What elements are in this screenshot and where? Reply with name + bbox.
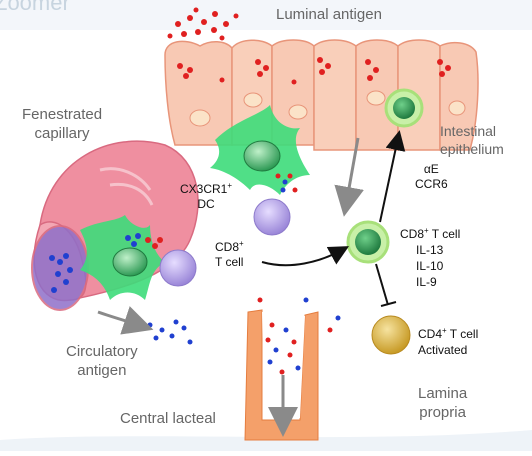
inhibition-bar [380,301,397,307]
cx3cr1-dendritic-cell [80,105,310,300]
cd8-left-label: CD8+ T cell [215,239,244,269]
cd4-t-cell [371,315,411,355]
antigen-uptake-arrow [334,137,364,217]
intestinal-epithelium-label: Intestinal epithelium [440,123,504,157]
lacteal-antigen-dots [257,297,341,375]
lamina-propria-label: Lamina propria [418,385,468,421]
cx3cr1-dc-label: CX3CR1+ DC [180,181,233,211]
luminal-antigen-dots [167,7,451,85]
circulatory-arrow [97,306,154,335]
circulatory-antigen-label: Circulatory antigen [66,343,138,379]
activation-arrow [261,246,350,267]
capillary-blue-antigen [49,253,73,293]
fenestrated-capillary-label: Fenestrated capillary [22,106,103,142]
homing-arrow [379,130,406,223]
top-wash [0,0,532,30]
intestinal-epithelium [164,39,479,151]
luminal-antigen-label: Luminal antigen [276,6,382,23]
dc-antigen-dots [125,173,298,249]
central-lacteal-label: Central lacteal [120,410,216,427]
central-lacteal [244,309,319,441]
purple-cell-dc [253,198,291,236]
cd8-cytokines-label: CD8+ T cell IL-13 IL-10 IL-9 [400,226,461,289]
homing-markers-label: αE CCR6 [415,162,448,191]
cd4-label: CD4+ T cell Activated [418,326,479,357]
circulatory-antigen-dots [147,319,193,345]
purple-cell-capillary [159,249,197,287]
header-fragment: Zoomer [0,0,70,15]
inhibition-line [375,263,389,306]
